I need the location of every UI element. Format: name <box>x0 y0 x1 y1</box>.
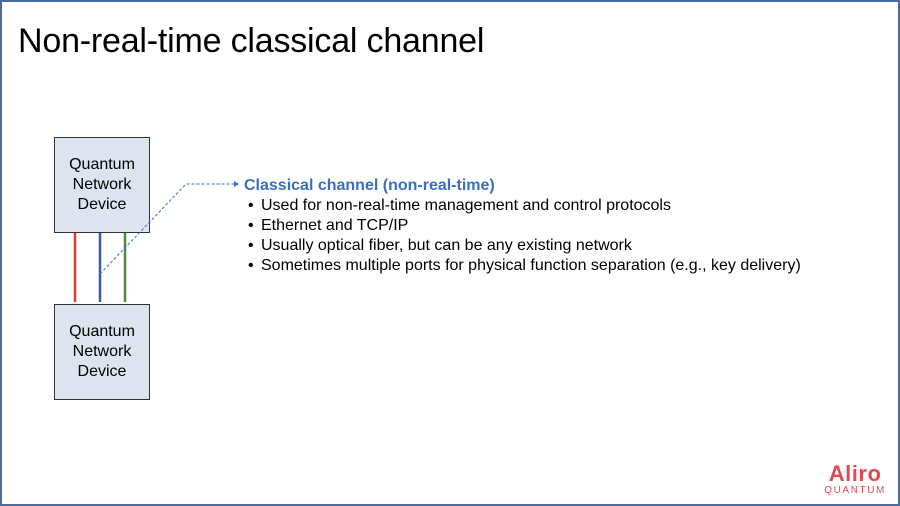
bullet-dot: • <box>248 237 254 254</box>
aliro-quantum-logo: Aliro QUANTUM <box>824 461 886 497</box>
device-label-line: Device <box>77 196 127 213</box>
bullet-item: • Usually optical fiber, but can be any e… <box>248 236 801 256</box>
callout-arrowhead <box>234 181 239 187</box>
logo-name: Aliro <box>828 461 882 486</box>
callout-heading: Classical channel (non-real-time) <box>244 177 495 194</box>
bullet-text: Sometimes multiple ports for physical fu… <box>261 257 801 274</box>
quantum-network-device-bottom: Quantum Network Device <box>54 304 150 400</box>
device-label-line: Network <box>72 176 132 193</box>
bullet-dot: • <box>248 257 254 274</box>
slide-title: Non-real-time classical channel <box>18 22 485 60</box>
device-label-line: Network <box>72 343 132 360</box>
channel-callout: Classical channel (non-real-time) • Used … <box>244 176 801 276</box>
bullet-text: Usually optical fiber, but can be any ex… <box>261 237 632 254</box>
bullet-text: Used for non-real-time management and co… <box>261 197 671 214</box>
device-label-line: Quantum <box>69 156 135 173</box>
device-label-line: Quantum <box>69 323 135 340</box>
bullet-dot: • <box>248 217 254 234</box>
bullet-dot: • <box>248 197 254 214</box>
bullet-item: • Ethernet and TCP/IP <box>248 216 801 236</box>
bullet-text: Ethernet and TCP/IP <box>261 217 409 234</box>
device-label-line: Device <box>77 363 127 380</box>
bullet-item: • Sometimes multiple ports for physical f… <box>248 256 801 276</box>
callout-bullet-list: • Used for non-real-time management and c… <box>244 196 801 276</box>
logo-tagline: QUANTUM <box>824 485 886 496</box>
bullet-item: • Used for non-real-time management and c… <box>248 196 801 216</box>
quantum-network-device-top: Quantum Network Device <box>54 137 150 233</box>
